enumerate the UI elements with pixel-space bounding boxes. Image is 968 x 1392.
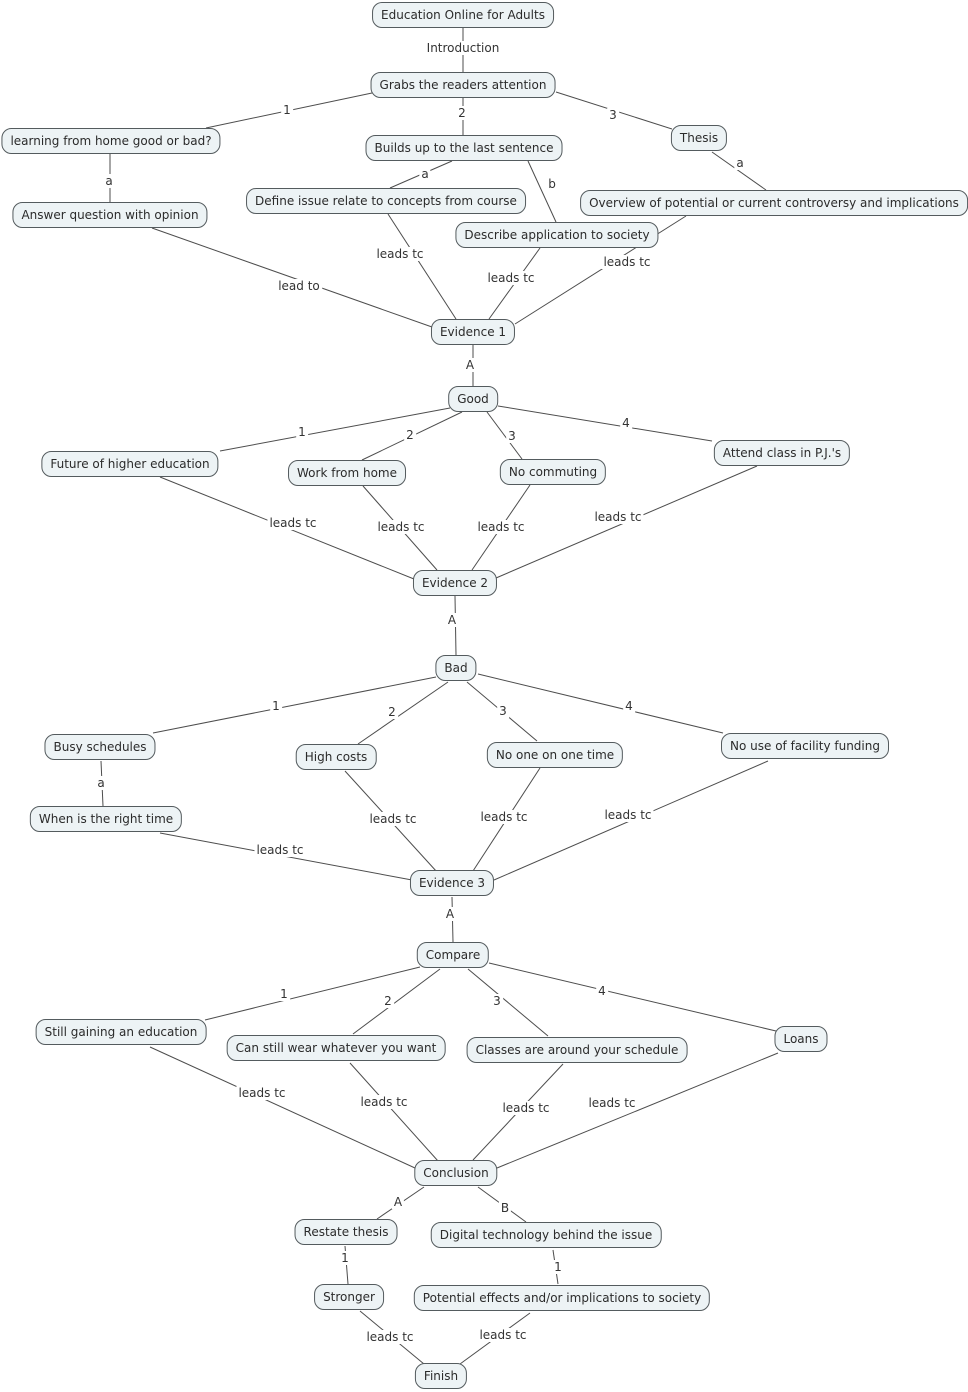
node-busy-schedules[interactable]: Busy schedules <box>44 734 156 760</box>
edge-line <box>152 676 437 734</box>
link-label-good-3[interactable]: 3 <box>506 429 518 443</box>
link-label-leads-to[interactable]: leads tc <box>602 808 654 822</box>
node-potential-effects-implications[interactable]: Potential effects and/or implications to… <box>413 1285 711 1311</box>
node-compare[interactable]: Compare <box>416 942 490 968</box>
edge-line <box>149 1046 416 1169</box>
edge-line <box>488 962 777 1032</box>
link-label-leads-to[interactable]: leads tc <box>477 1328 529 1342</box>
link-label-conclusion-B[interactable]: B <box>498 1201 512 1215</box>
node-bad[interactable]: Bad <box>435 655 477 681</box>
link-label-leads-to[interactable]: leads tc <box>375 520 427 534</box>
link-label-good-2[interactable]: 2 <box>404 428 416 442</box>
link-label-thesis-a[interactable]: a <box>734 156 746 170</box>
link-label-bad-2[interactable]: 2 <box>386 705 398 719</box>
link-label-leads-to[interactable]: leads tc <box>500 1101 552 1115</box>
edge-line <box>467 968 549 1037</box>
link-label-conclusion-A[interactable]: A <box>391 1195 405 1209</box>
node-builds-up-to-last-sentence[interactable]: Builds up to the last sentence <box>365 135 563 161</box>
node-good[interactable]: Good <box>448 386 498 412</box>
link-label-leads-to[interactable]: leads tc <box>374 247 426 261</box>
link-label-leads-to[interactable]: leads tc <box>485 271 537 285</box>
link-label-learning-a[interactable]: a <box>103 174 115 188</box>
link-label-bad-1[interactable]: 1 <box>270 699 282 713</box>
link-label-leads-to[interactable]: leads tc <box>358 1095 410 1109</box>
edge-line <box>496 1052 779 1169</box>
link-label-digital-1[interactable]: 1 <box>552 1260 564 1274</box>
node-no-commuting[interactable]: No commuting <box>499 459 607 485</box>
link-label-leads-to[interactable]: leads tc <box>236 1086 288 1100</box>
link-label-introduction[interactable]: Introduction <box>424 41 502 55</box>
node-finish[interactable]: Finish <box>414 1363 468 1389</box>
link-label-lead-to[interactable]: lead to <box>276 279 322 293</box>
link-label-builds-b[interactable]: b <box>546 177 558 191</box>
node-grabs-readers-attention[interactable]: Grabs the readers attention <box>370 72 556 98</box>
link-label-evidence2-A[interactable]: A <box>445 613 459 627</box>
node-define-issue-relate-to-concepts[interactable]: Define issue relate to concepts from cou… <box>246 188 526 214</box>
link-label-builds-a[interactable]: a <box>419 167 431 181</box>
node-describe-application-to-society[interactable]: Describe application to society <box>455 222 659 248</box>
node-learning-from-home-good-or-bad[interactable]: learning from home good or bad? <box>1 128 221 154</box>
node-overview-of-controversy[interactable]: Overview of potential or current controv… <box>580 190 968 216</box>
node-can-still-wear-whatever[interactable]: Can still wear whatever you want <box>226 1035 446 1061</box>
edge-line <box>357 681 449 745</box>
link-label-grabs-2[interactable]: 2 <box>456 106 468 120</box>
node-no-use-of-facility-funding[interactable]: No use of facility funding <box>721 733 889 759</box>
node-stronger[interactable]: Stronger <box>314 1284 384 1310</box>
link-label-leads-to[interactable]: leads tc <box>601 255 653 269</box>
link-label-compare-3[interactable]: 3 <box>491 994 503 1008</box>
link-label-leads-to[interactable]: leads tc <box>367 812 419 826</box>
edge-line <box>352 968 441 1035</box>
node-when-is-the-right-time[interactable]: When is the right time <box>29 806 183 832</box>
node-classes-around-your-schedule[interactable]: Classes are around your schedule <box>466 1037 688 1063</box>
node-loans[interactable]: Loans <box>774 1026 828 1052</box>
node-evidence-3[interactable]: Evidence 3 <box>409 870 495 896</box>
link-label-compare-4[interactable]: 4 <box>596 984 608 998</box>
node-evidence-1[interactable]: Evidence 1 <box>430 319 516 345</box>
edge-line <box>387 213 457 320</box>
link-label-leads-to[interactable]: leads tc <box>475 520 527 534</box>
link-label-leads-to[interactable]: leads tc <box>267 516 319 530</box>
link-label-leads-to[interactable]: leads tc <box>364 1330 416 1344</box>
node-attend-class-in-pjs[interactable]: Attend class in P.J.'s <box>713 440 851 466</box>
link-label-bad-3[interactable]: 3 <box>497 704 509 718</box>
node-work-from-home[interactable]: Work from home <box>288 460 406 486</box>
link-label-grabs-1[interactable]: 1 <box>281 103 293 117</box>
link-label-restate-1[interactable]: 1 <box>339 1251 351 1265</box>
node-digital-technology-behind-issue[interactable]: Digital technology behind the issue <box>430 1222 662 1248</box>
node-education-online-for-adults[interactable]: Education Online for Adults <box>372 2 554 28</box>
node-conclusion[interactable]: Conclusion <box>414 1160 498 1186</box>
link-label-evidence1-A[interactable]: A <box>463 358 477 372</box>
node-still-gaining-an-education[interactable]: Still gaining an education <box>35 1019 207 1045</box>
link-label-evidence3-A[interactable]: A <box>443 907 457 921</box>
edge-line <box>349 1062 439 1162</box>
link-label-leads-to[interactable]: leads tc <box>592 510 644 524</box>
node-evidence-2[interactable]: Evidence 2 <box>412 570 498 596</box>
node-restate-thesis[interactable]: Restate thesis <box>294 1219 398 1245</box>
node-high-costs[interactable]: High costs <box>295 744 377 770</box>
edge-line <box>497 405 713 442</box>
link-label-busy-a[interactable]: a <box>95 776 107 790</box>
node-future-of-higher-education[interactable]: Future of higher education <box>41 451 219 477</box>
edge-line <box>527 160 557 223</box>
link-label-bad-4[interactable]: 4 <box>623 699 635 713</box>
link-label-good-4[interactable]: 4 <box>620 416 632 430</box>
edge-line <box>204 966 421 1021</box>
link-label-compare-2[interactable]: 2 <box>382 994 394 1008</box>
node-no-one-on-one-time[interactable]: No one on one time <box>486 742 624 768</box>
edge-line <box>477 673 724 734</box>
link-label-good-1[interactable]: 1 <box>296 425 308 439</box>
link-label-grabs-3[interactable]: 3 <box>607 108 619 122</box>
edge-line <box>219 407 451 452</box>
edge-line <box>486 411 523 460</box>
node-thesis[interactable]: Thesis <box>670 125 728 151</box>
link-label-leads-to[interactable]: leads tc <box>254 843 306 857</box>
edge-line <box>151 227 433 328</box>
link-label-compare-1[interactable]: 1 <box>278 987 290 1001</box>
node-answer-question-with-opinion[interactable]: Answer question with opinion <box>12 202 208 228</box>
link-label-leads-to[interactable]: leads tc <box>586 1096 638 1110</box>
link-label-leads-to[interactable]: leads tc <box>478 810 530 824</box>
edge-line <box>711 151 767 191</box>
